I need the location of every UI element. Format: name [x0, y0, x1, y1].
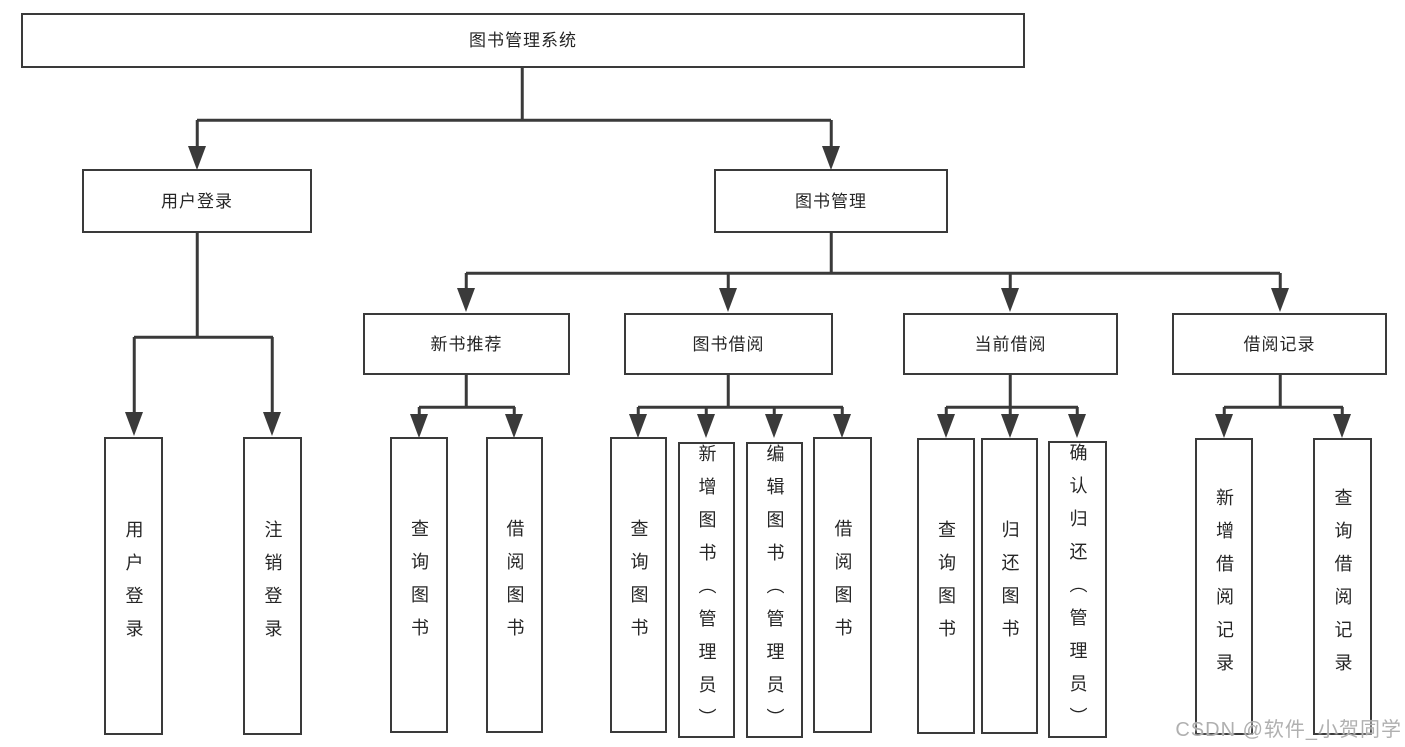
connector-drop-leaf	[1222, 407, 1226, 416]
leaf-query-borrow-record: 查询借阅记录	[1313, 438, 1372, 735]
csdn-watermark: CSDN @软件_小贺同学	[1175, 719, 1402, 741]
node-borrow-records-label: 借阅记录	[1243, 334, 1316, 354]
connector-user-login-bar	[134, 335, 273, 339]
leaf-query-books-current-label: 查询图书	[936, 520, 956, 652]
connector-drop-borrow	[726, 273, 730, 289]
arrowhead-leaf	[1068, 414, 1086, 438]
connector-drop-leaf	[1075, 407, 1079, 416]
leaf-borrow-books-label: 借阅图书	[832, 519, 853, 651]
leaf-query-books-recommend-label: 查询图书	[409, 519, 429, 651]
connector-records-bar	[1224, 405, 1343, 409]
leaf-query-books-recommend: 查询图书	[390, 437, 448, 733]
leaf-add-books-admin: 新增图书（管理员）	[678, 442, 735, 741]
arrowhead-leaf	[505, 414, 523, 438]
node-user-login-branch: 用户登录	[82, 169, 312, 233]
connector-drop-leaf	[1008, 407, 1012, 416]
connector-drop-leaf	[417, 407, 421, 416]
leaf-add-borrow-record-label: 新增借阅记录	[1214, 487, 1234, 686]
leaf-confirm-return-admin-label: 确认归还（管理员）	[1067, 443, 1088, 740]
arrowhead-current	[1001, 288, 1019, 312]
node-book-borrow: 图书借阅	[624, 313, 833, 375]
node-root: 图书管理系统	[21, 13, 1025, 68]
leaf-return-books: 归还图书	[981, 438, 1038, 734]
arrowhead-leaf	[697, 414, 715, 438]
leaf-add-books-admin-label: 新增图书（管理员）	[696, 444, 717, 741]
arrowhead-leaf	[833, 414, 851, 438]
leaf-edit-books-admin: 编辑图书（管理员）	[746, 442, 803, 741]
leaf-logout: 注销登录	[243, 437, 302, 735]
arrowhead-borrow	[719, 288, 737, 312]
node-current-borrow-label: 当前借阅	[974, 334, 1047, 354]
arrowhead-leaf	[1215, 414, 1233, 438]
node-new-book-recommend-label: 新书推荐	[430, 334, 503, 354]
node-user-login-label: 用户登录	[161, 191, 233, 211]
connector-drop-recommend	[464, 273, 468, 289]
connector-root-trunk	[520, 68, 524, 120]
arrowhead-leaf	[410, 414, 428, 438]
connector-drop-leaf	[772, 407, 776, 416]
connector-recommend-bar	[419, 405, 515, 409]
connector-borrow-bar	[638, 405, 843, 409]
connector-level3-bar	[466, 271, 1280, 275]
node-current-borrow: 当前借阅	[903, 313, 1118, 375]
arrowhead-leaf	[629, 414, 647, 438]
node-book-borrow-label: 图书借阅	[692, 334, 765, 354]
connector-drop-records	[1278, 273, 1282, 289]
connector-drop-user-login	[195, 120, 199, 148]
connector-drop-leaf	[840, 407, 844, 416]
connector-drop-leaf-logout	[270, 337, 274, 412]
node-book-management-label: 图书管理	[795, 191, 867, 211]
leaf-edit-books-admin-label: 编辑图书（管理员）	[764, 444, 785, 741]
leaf-confirm-return-admin: 确认归还（管理员）	[1048, 441, 1107, 740]
connector-drop-leaf	[1340, 407, 1344, 416]
arrowhead-leaf	[1333, 414, 1351, 438]
connector-drop-leaf-login	[132, 337, 136, 412]
connector-drop-book-management	[829, 120, 833, 148]
leaf-query-books-borrow-label: 查询图书	[628, 519, 649, 651]
leaf-borrow-books: 借阅图书	[813, 437, 872, 733]
arrowhead-leaf	[937, 414, 955, 438]
leaf-borrow-books-recommend-label: 借阅图书	[504, 519, 525, 651]
arrowhead-user-login	[188, 146, 206, 170]
connector-current-bar	[946, 405, 1078, 409]
leaf-query-books-current: 查询图书	[917, 438, 975, 734]
connector-user-login-trunk	[195, 233, 199, 337]
connector-recommend-trunk	[464, 375, 468, 407]
connector-records-trunk	[1278, 375, 1282, 407]
connector-level2-bar	[197, 118, 831, 122]
arrowhead-leaf	[765, 414, 783, 438]
leaf-add-borrow-record: 新增借阅记录	[1195, 438, 1253, 735]
arrowhead-records	[1271, 288, 1289, 312]
leaf-return-books-label: 归还图书	[999, 520, 1020, 652]
connector-drop-leaf	[512, 407, 516, 416]
leaf-borrow-books-recommend: 借阅图书	[486, 437, 543, 733]
leaf-query-books-borrow: 查询图书	[610, 437, 667, 733]
node-book-management: 图书管理	[714, 169, 948, 233]
leaf-query-borrow-record-label: 查询借阅记录	[1332, 487, 1353, 686]
arrowhead-leaf-login	[125, 412, 143, 436]
connector-drop-leaf	[636, 407, 640, 416]
node-borrow-records: 借阅记录	[1172, 313, 1387, 375]
connector-borrow-trunk	[726, 375, 730, 407]
leaf-user-login-label: 用户登录	[123, 520, 144, 652]
connector-current-trunk	[1008, 375, 1012, 407]
connector-drop-leaf	[944, 407, 948, 416]
connector-drop-current	[1008, 273, 1012, 289]
leaf-user-login: 用户登录	[104, 437, 163, 735]
arrowhead-book-management	[822, 146, 840, 170]
arrowhead-recommend	[457, 288, 475, 312]
connector-book-management-trunk	[829, 233, 833, 273]
node-root-label: 图书管理系统	[469, 31, 577, 50]
connector-drop-leaf	[704, 407, 708, 416]
arrowhead-leaf	[1001, 414, 1019, 438]
node-new-book-recommend: 新书推荐	[363, 313, 570, 375]
arrowhead-leaf-logout	[263, 412, 281, 436]
leaf-logout-label: 注销登录	[262, 520, 283, 652]
